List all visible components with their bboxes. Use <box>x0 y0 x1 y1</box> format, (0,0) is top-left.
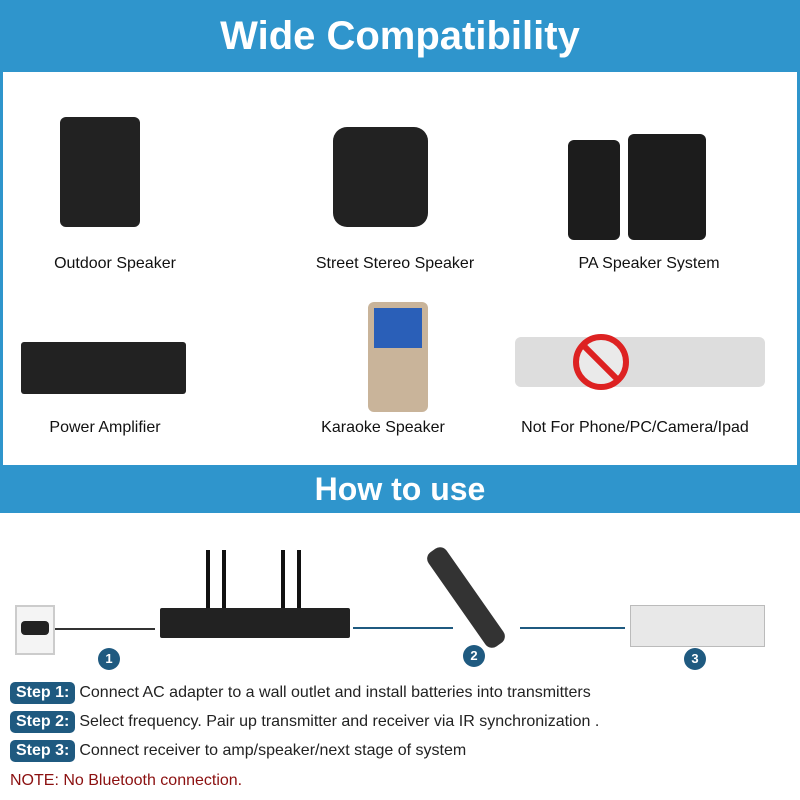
section-title-compatibility: Wide Compatibility <box>0 0 800 72</box>
pa-speaker-right-image <box>628 134 706 240</box>
step-number-1: 1 <box>98 648 120 670</box>
step-text: Connect receiver to amp/speaker/next sta… <box>79 742 467 759</box>
step-number-3: 3 <box>684 648 706 670</box>
outdoor-speaker-image <box>60 117 140 227</box>
device-label: Not For Phone/PC/Camera/Ipad <box>521 419 749 436</box>
device-label: Street Stereo Speaker <box>315 255 475 272</box>
step-text: Connect AC adapter to a wall outlet and … <box>79 684 591 701</box>
device-label: Outdoor Speaker <box>54 255 176 272</box>
adapter-cable <box>55 628 155 630</box>
step-3: Step 3:Connect receiver to amp/speaker/n… <box>10 740 466 762</box>
step-2: Step 2:Select frequency. Pair up transmi… <box>10 711 599 733</box>
section-title-how-to-use: How to use <box>0 465 800 513</box>
step-number-2: 2 <box>463 645 485 667</box>
street-speaker-image <box>333 127 428 227</box>
receiver-image <box>160 608 350 638</box>
device-label: Power Amplifier <box>49 419 161 436</box>
step-badge: Step 1: <box>10 682 76 704</box>
connector-line <box>520 627 625 629</box>
wall-outlet-image <box>15 605 55 655</box>
antenna <box>297 550 301 608</box>
note-text: NOTE: No Bluetooth connection. <box>10 772 243 789</box>
antenna <box>281 550 285 608</box>
microphone-image <box>424 544 508 651</box>
karaoke-speaker-image <box>368 302 428 412</box>
step-text: Select frequency. Pair up transmitter an… <box>79 713 600 730</box>
prohibited-icon <box>573 334 629 390</box>
step-1: Step 1:Connect AC adapter to a wall outl… <box>10 682 591 704</box>
pa-speaker-left-image <box>568 140 620 240</box>
device-label: PA Speaker System <box>578 255 720 272</box>
phone-pc-camera-image <box>515 337 765 387</box>
device-label: Karaoke Speaker <box>321 419 445 436</box>
connector-line <box>353 627 453 629</box>
power-amplifier-image <box>21 342 186 394</box>
amplifier-image <box>630 605 765 647</box>
antenna <box>222 550 226 608</box>
step-badge: Step 3: <box>10 740 76 762</box>
step-badge: Step 2: <box>10 711 76 733</box>
compatibility-panel: Outdoor Speaker Street Stereo Speaker PA… <box>0 72 800 467</box>
antenna <box>206 550 210 608</box>
